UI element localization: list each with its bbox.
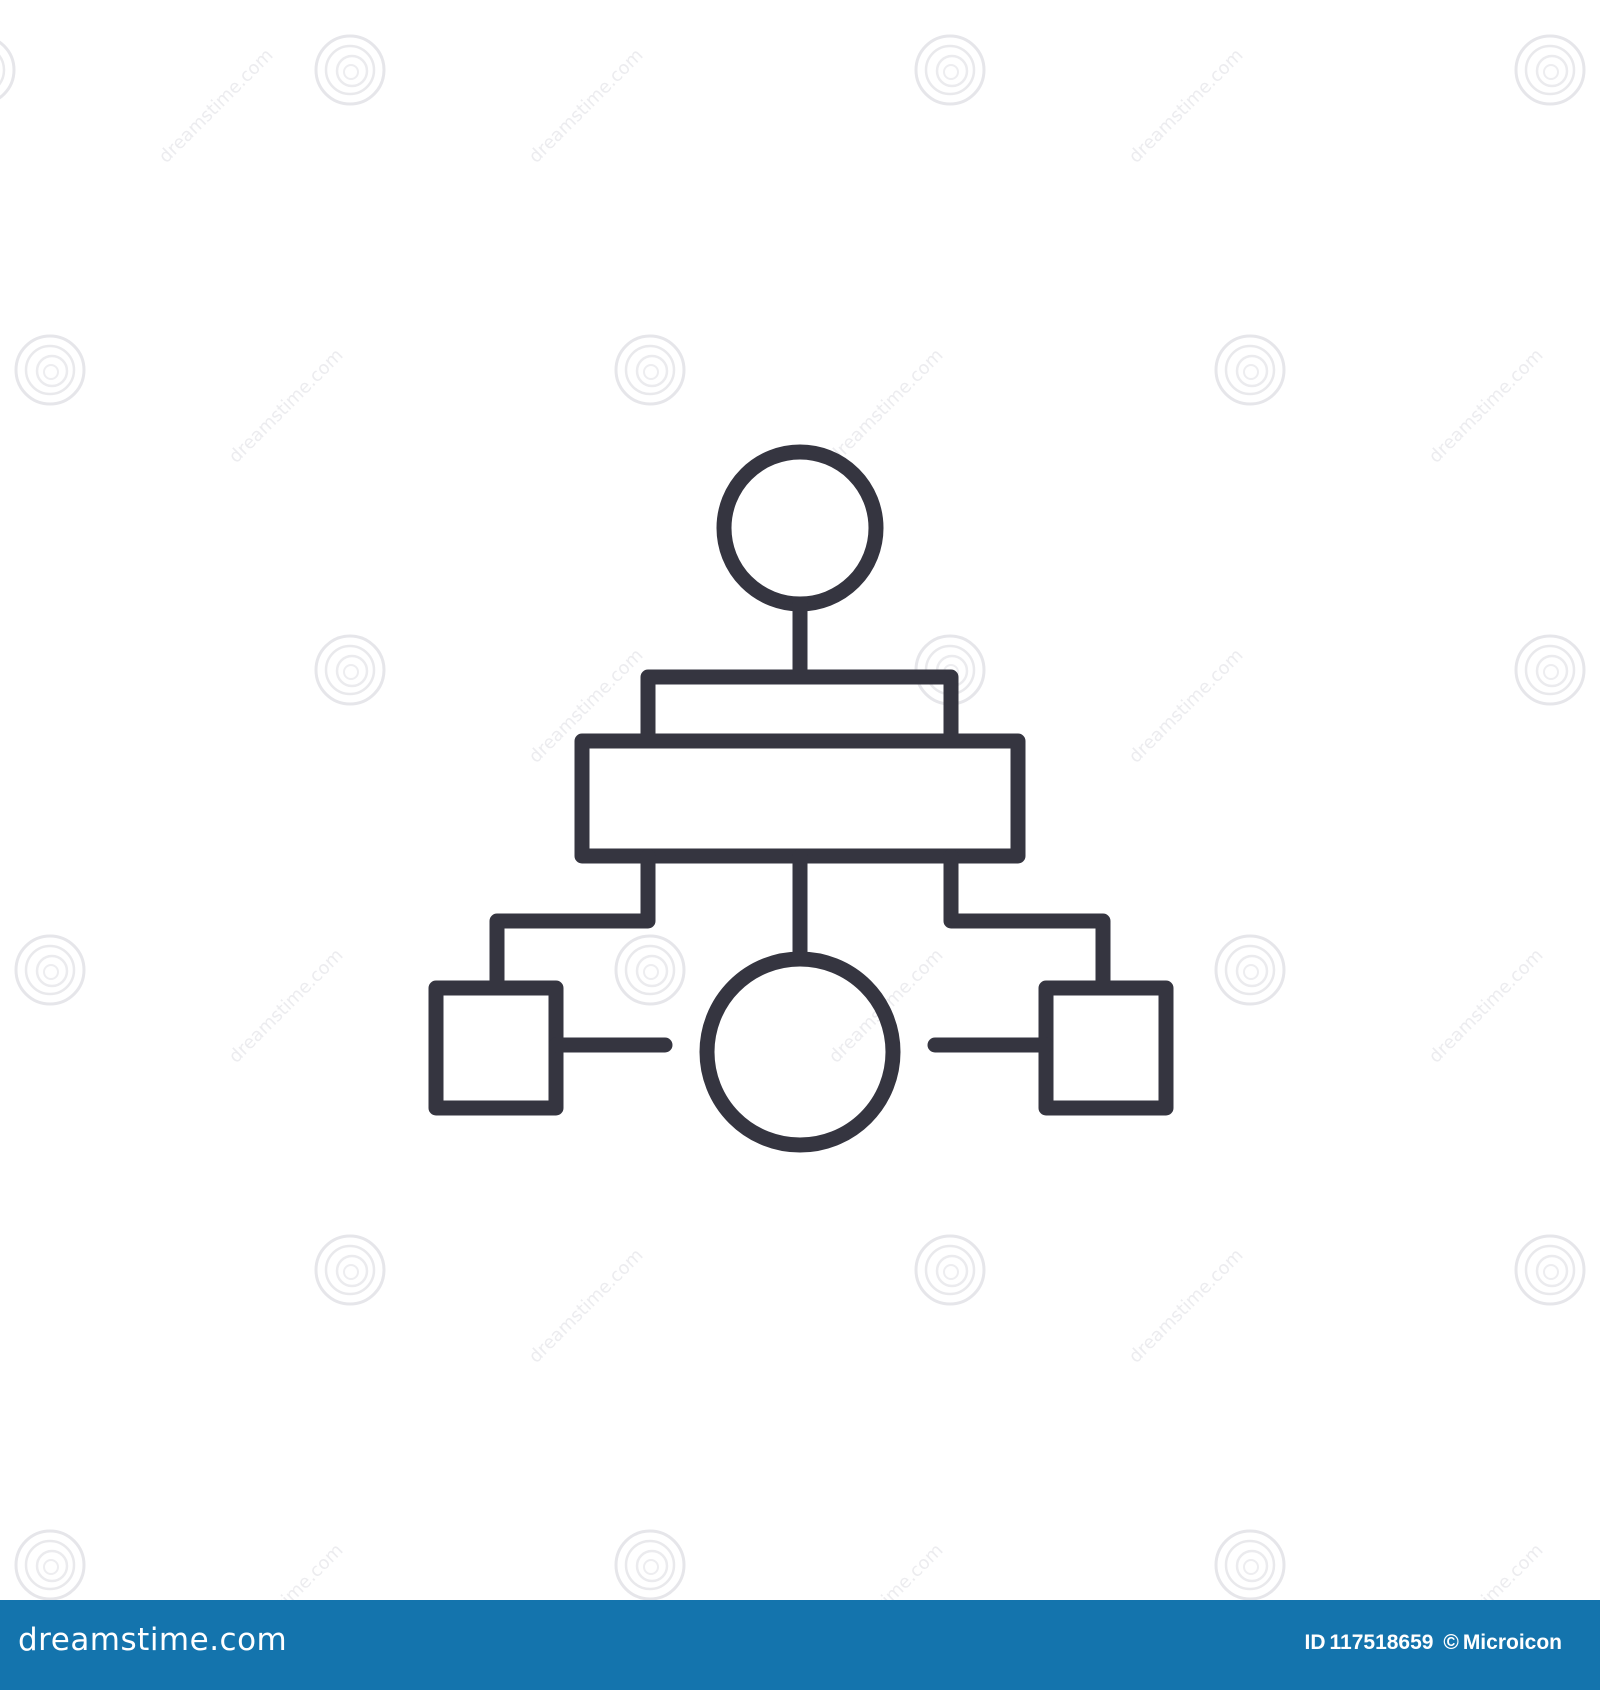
main-bar-node — [574, 733, 1026, 864]
image-id-label: ID — [1304, 1631, 1326, 1654]
author-name[interactable]: Microicon — [1462, 1631, 1562, 1654]
right-square-node — [1038, 980, 1174, 1116]
hierarchy-flowchart-icon — [428, 444, 1174, 1153]
left-elbow-connector — [489, 848, 656, 996]
bottom-node-circle-icon — [699, 951, 901, 1153]
footer-brand-logo[interactable]: dreamstime.com — [18, 1622, 288, 1658]
image-id: 117518659 — [1329, 1631, 1434, 1654]
copyright-symbol: © — [1443, 1631, 1459, 1654]
upper-bar-node — [640, 669, 959, 749]
right-elbow-connector — [943, 848, 1111, 996]
top-node-circle-icon — [716, 444, 884, 612]
left-square-node — [428, 980, 564, 1116]
